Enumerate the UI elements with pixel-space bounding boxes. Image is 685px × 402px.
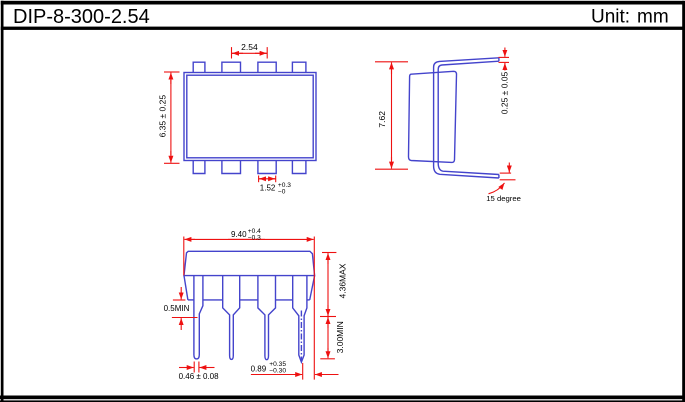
svg-text:0.25 ± 0.05: 0.25 ± 0.05 — [499, 71, 509, 114]
svg-text:−0: −0 — [278, 189, 286, 196]
svg-text:9.40: 9.40 — [231, 230, 247, 239]
svg-text:0.5MIN: 0.5MIN — [164, 304, 190, 313]
svg-text:+0.3: +0.3 — [278, 182, 291, 189]
svg-text:DIP-8-300-2.54: DIP-8-300-2.54 — [13, 6, 150, 28]
svg-text:2.54: 2.54 — [241, 42, 258, 52]
svg-text:15 degree: 15 degree — [486, 194, 521, 203]
svg-text:1.52: 1.52 — [260, 184, 276, 193]
svg-text:−0.3: −0.3 — [248, 234, 261, 241]
svg-text:−0.30: −0.30 — [269, 367, 286, 374]
svg-text:+0.4: +0.4 — [248, 228, 261, 235]
svg-text:0.89: 0.89 — [251, 364, 267, 373]
svg-text:7.62: 7.62 — [377, 111, 387, 128]
svg-text:3.00MIN: 3.00MIN — [335, 321, 345, 353]
svg-text:mm: mm — [637, 6, 669, 27]
svg-text:6.35 ± 0.25: 6.35 ± 0.25 — [158, 95, 168, 138]
svg-text:Unit:: Unit: — [591, 6, 630, 27]
svg-text:+0.35: +0.35 — [269, 361, 286, 368]
svg-text:4.36MAX: 4.36MAX — [338, 263, 348, 298]
svg-text:0.46 ± 0.08: 0.46 ± 0.08 — [179, 372, 220, 381]
